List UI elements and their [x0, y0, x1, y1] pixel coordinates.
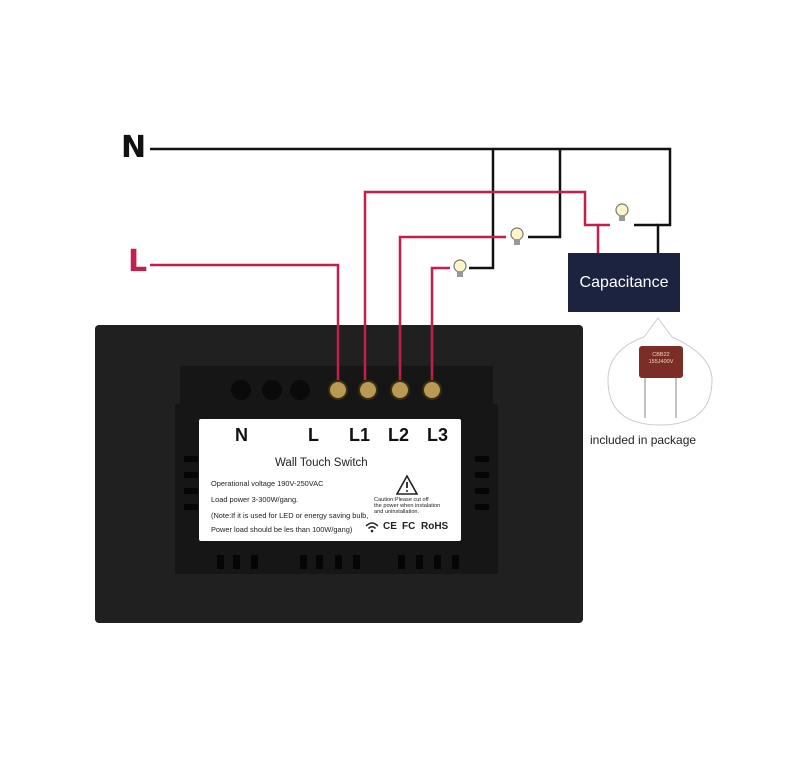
terminal-label-l3: L3 [427, 425, 449, 445]
neutral-label: N [121, 130, 147, 165]
terminal-label-l1: L1 [349, 425, 371, 445]
side-vents [184, 456, 489, 510]
live-wires [150, 190, 658, 380]
capacitance-box: Capacitance [568, 253, 680, 312]
cert-rohs: RoHS [421, 521, 449, 532]
cert-ce: CE [383, 521, 397, 532]
spec-note-cont: Power load should be les than 100W/gang) [211, 525, 353, 534]
terminal-label-l: L [308, 425, 319, 445]
spec-load: Load power 3-300W/gang. [211, 495, 299, 504]
capacitor-image [639, 346, 683, 378]
bulb-icon [615, 203, 629, 221]
capacitor-marking: CBB22 155J400V [648, 352, 674, 365]
switch-title: Wall Touch Switch [275, 457, 368, 469]
switch-label-card: N L L1 L2 L3 Wall Touch Switch Operation… [199, 419, 461, 541]
spec-note: (Note:If it is used for LED or energy sa… [211, 511, 369, 520]
terminal-label-l2: L2 [388, 425, 410, 445]
bulb-icon [453, 259, 467, 277]
wifi-icon [365, 522, 379, 533]
terminal-label-n: N [235, 425, 248, 445]
terminal-screws [231, 380, 442, 400]
neutral-wires [150, 147, 672, 270]
caution-text: Caution:Please cut off the power when in… [374, 497, 441, 516]
warning-icon [396, 475, 418, 495]
bottom-vents [217, 555, 459, 569]
bulb-icon [510, 227, 524, 245]
cert-fc: FC [402, 521, 416, 532]
live-label: L [128, 244, 148, 279]
spec-voltage: Operational voltage 190V-250VAC [211, 479, 324, 488]
capacitor-caption: included in package [590, 433, 697, 447]
